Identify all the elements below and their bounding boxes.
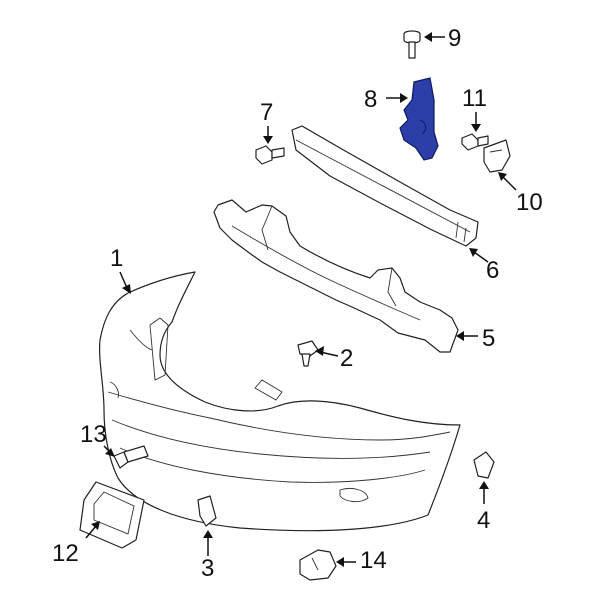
callout-12: 12	[52, 540, 79, 567]
leader-lines	[85, 32, 517, 567]
callout-1: 1	[110, 245, 123, 272]
callout-13: 13	[80, 421, 107, 448]
callout-10: 10	[516, 189, 543, 216]
part-7-bolt	[255, 145, 285, 165]
part-13-sensor	[113, 445, 149, 469]
callout-14: 14	[360, 547, 387, 574]
callout-2: 2	[340, 345, 353, 372]
callout-6: 6	[486, 257, 499, 284]
part-2-clip	[297, 340, 319, 367]
part-14-fog-lamp	[299, 549, 337, 581]
part-10-bracket	[483, 139, 511, 173]
callout-5: 5	[482, 325, 495, 352]
part-8-mounting-bracket	[399, 77, 439, 161]
part-1-bumper-cover	[99, 271, 461, 532]
callout-8: 8	[364, 86, 377, 113]
callout-labels: 1 2 3 4 5 6 7 8 9 10 11 12 13 14	[52, 25, 543, 582]
part-11-bolt	[461, 133, 489, 151]
part-12-license-bracket	[79, 481, 145, 549]
part-9-bolt	[403, 30, 421, 59]
callout-9: 9	[448, 25, 461, 52]
part-4-clip	[473, 451, 495, 479]
callout-11: 11	[462, 85, 487, 112]
callout-3: 3	[201, 555, 214, 582]
part-5-energy-absorber	[213, 199, 459, 353]
part-6-reinforcement	[291, 125, 479, 247]
callout-7: 7	[260, 99, 273, 126]
part-3-bracket	[197, 495, 217, 527]
callout-4: 4	[477, 507, 490, 534]
